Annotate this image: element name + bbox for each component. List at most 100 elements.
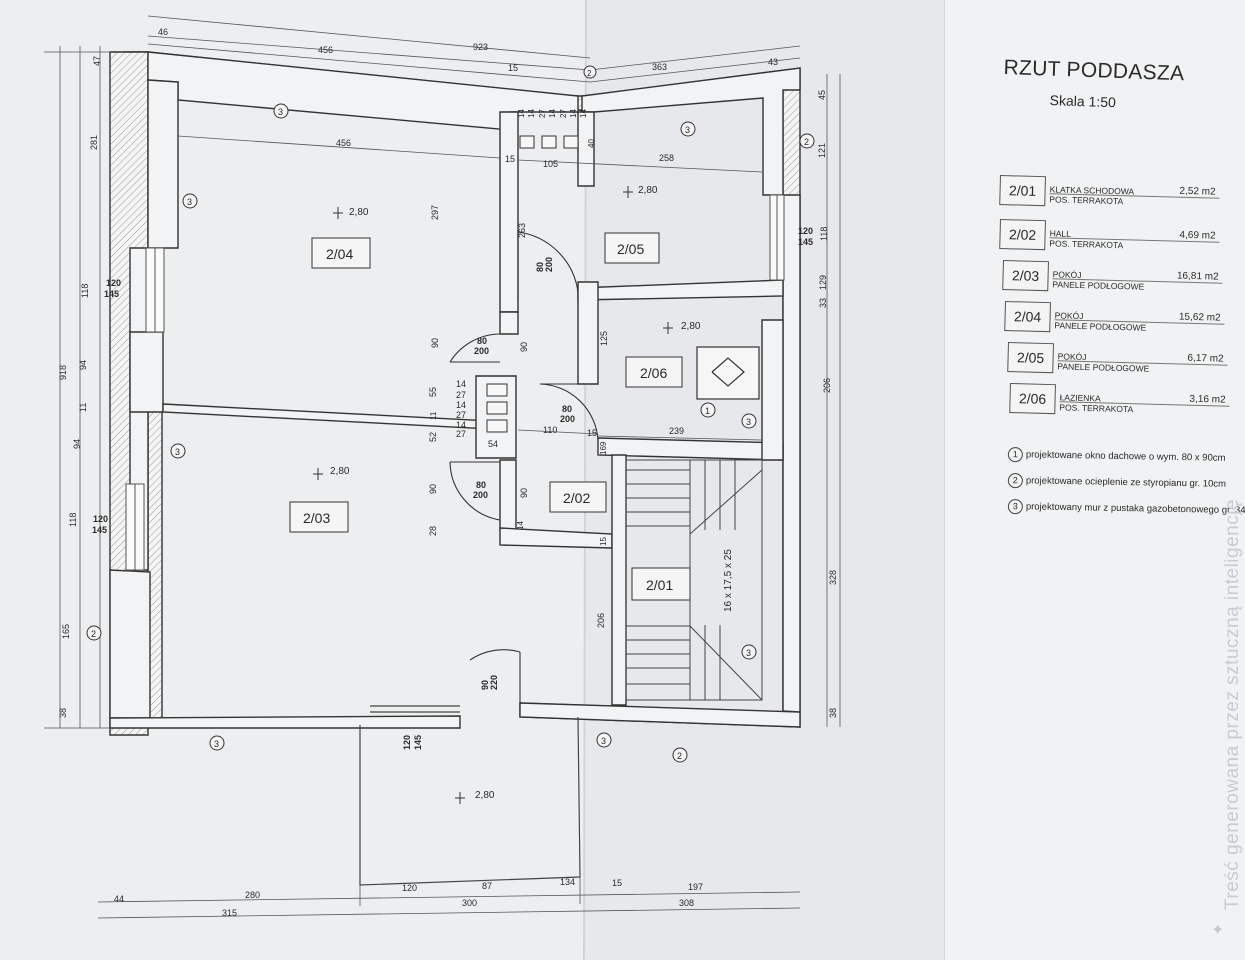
dim-top: 105: [543, 159, 558, 169]
marker-circles: [86, 65, 815, 763]
dim-left: 94: [78, 360, 88, 370]
dim-inner: 239: [669, 426, 684, 436]
chimney-dim: 14: [569, 109, 578, 118]
room-finish: POS. TERRAKOTA: [1059, 402, 1134, 415]
room-code: 2/01: [999, 175, 1046, 207]
tag-box-2-03: [289, 501, 349, 533]
marker-number: 3: [214, 739, 219, 749]
dim-right: 33: [818, 298, 828, 308]
dim-top: 923: [473, 42, 488, 52]
room-finish: POS. TERRAKOTA: [1049, 194, 1124, 207]
tag-box-2-01: [631, 567, 691, 601]
door-width: 80: [477, 336, 487, 346]
dim-top: 46: [158, 27, 168, 37]
door-swings: [449, 231, 599, 705]
door-height: 220: [489, 675, 499, 690]
room-code: 2/03: [1002, 260, 1049, 292]
dim-top: 15: [508, 63, 518, 73]
dim-right: 121: [817, 143, 827, 158]
dim-inner: 206: [596, 613, 606, 628]
marker-number: 3: [187, 197, 192, 207]
dim-top: 43: [768, 57, 778, 67]
room-label-2-02: 2/02: [563, 490, 590, 506]
walls: [109, 51, 801, 729]
marker-number: 2: [677, 751, 682, 761]
dim-left: 165: [61, 624, 71, 639]
height-value: 2,80: [475, 790, 495, 801]
chimney-ducts: [486, 135, 579, 433]
dim-top: 15: [505, 154, 515, 164]
marker-number: 3: [746, 417, 751, 427]
window-width: 120: [106, 278, 121, 288]
dim-inner: 27: [456, 410, 466, 420]
dimension-lines: [44, 15, 841, 919]
dim-inner: 90: [430, 338, 440, 348]
marker-number: 3: [746, 648, 751, 658]
dim-bottom: 315: [222, 908, 237, 918]
dim-right: 38: [828, 708, 838, 718]
note-text: projektowany mur z pustaka gazobetonoweg…: [1025, 501, 1245, 517]
dim-inner: 14: [516, 521, 525, 530]
window-height: 145: [413, 735, 423, 750]
door-width: 80: [562, 404, 572, 414]
dim-left: 118: [68, 513, 78, 527]
chimney-dim: 14: [548, 109, 557, 118]
window-width: 120: [93, 514, 108, 524]
door-height: 200: [560, 414, 575, 424]
room-code: 2/02: [999, 219, 1046, 251]
tag-box-2-04: [311, 237, 371, 269]
dim-inner: 27: [456, 429, 466, 439]
marker-number: 2: [804, 137, 809, 147]
marker-number: 3: [278, 107, 283, 117]
dim-left: 47: [92, 56, 102, 66]
dim-inner: 14: [456, 400, 466, 410]
dim-bottom: 134: [560, 877, 575, 887]
room-label-2-03: 2/03: [303, 510, 330, 526]
dim-inner: 263: [517, 223, 527, 238]
dim-right: 328: [828, 570, 838, 585]
dim-bottom: 308: [679, 898, 694, 908]
dim-left: 38: [58, 708, 68, 718]
room-label-2-04: 2/04: [326, 246, 353, 262]
chimney-dim: 14: [517, 109, 526, 118]
dim-inner: 40: [587, 139, 596, 148]
door-height: 200: [474, 346, 489, 356]
room-label-2-01: 2/01: [646, 577, 673, 593]
dim-left: 94: [72, 439, 82, 449]
dim-inner: 297: [430, 205, 440, 220]
dim-right: 45: [817, 90, 827, 100]
room-label-2-05: 2/05: [617, 241, 644, 257]
dim-inner: 90: [519, 488, 529, 498]
dim-inner: 125: [599, 331, 609, 346]
chimney-dim: 27: [538, 109, 547, 118]
room-finish: POS. TERRAKOTA: [1049, 238, 1124, 251]
dim-top: 363: [652, 62, 667, 72]
chimney-dim: 14: [527, 109, 536, 118]
dim-inner: 54: [488, 439, 498, 449]
door-width: 80: [476, 480, 486, 490]
room-code: 2/05: [1007, 342, 1054, 374]
tag-box-2-02: [549, 481, 607, 513]
note-number: 2: [1007, 473, 1023, 489]
dim-bottom: 120: [402, 883, 417, 893]
note-text: projektowane okno dachowe o wym. 80 x 90…: [1025, 449, 1226, 464]
door-height: 200: [544, 257, 554, 272]
legend-panel: [945, 0, 1245, 960]
dim-inner: 90: [428, 484, 438, 494]
tag-box-2-06: [625, 356, 683, 388]
sparkle-icon: ✦: [1211, 922, 1225, 939]
tag-box-2-05: [604, 232, 660, 264]
dim-bottom: 280: [245, 890, 260, 900]
room-code: 2/04: [1004, 301, 1051, 333]
staircase: [625, 459, 763, 701]
marker-number: 1: [705, 406, 710, 416]
dim-left: 118: [80, 284, 90, 298]
dim-inner: 15: [587, 428, 597, 438]
dim-right: 206: [822, 378, 832, 393]
dim-bottom: 300: [462, 898, 477, 908]
